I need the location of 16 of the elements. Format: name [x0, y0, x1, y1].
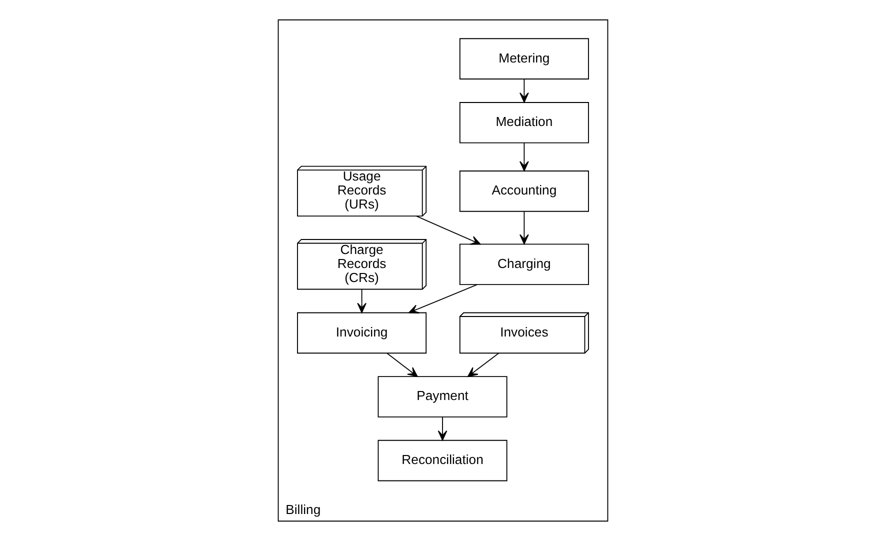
arrow	[520, 142, 529, 172]
arrow	[467, 352, 500, 378]
node-box: Reconciliation	[378, 440, 508, 482]
node-box: Invoicing	[297, 312, 427, 354]
node-box: Accounting	[459, 170, 589, 212]
arrow	[386, 352, 418, 378]
node-box: Payment	[378, 376, 508, 418]
arrow	[520, 211, 529, 244]
arrow	[357, 288, 366, 314]
node-box: Mediation	[459, 102, 589, 144]
arrow	[438, 416, 448, 441]
node-box: Metering	[459, 38, 589, 80]
arrow	[416, 216, 481, 245]
arrow	[408, 284, 478, 314]
arrow	[520, 78, 529, 103]
node-box: Charging	[459, 244, 589, 286]
